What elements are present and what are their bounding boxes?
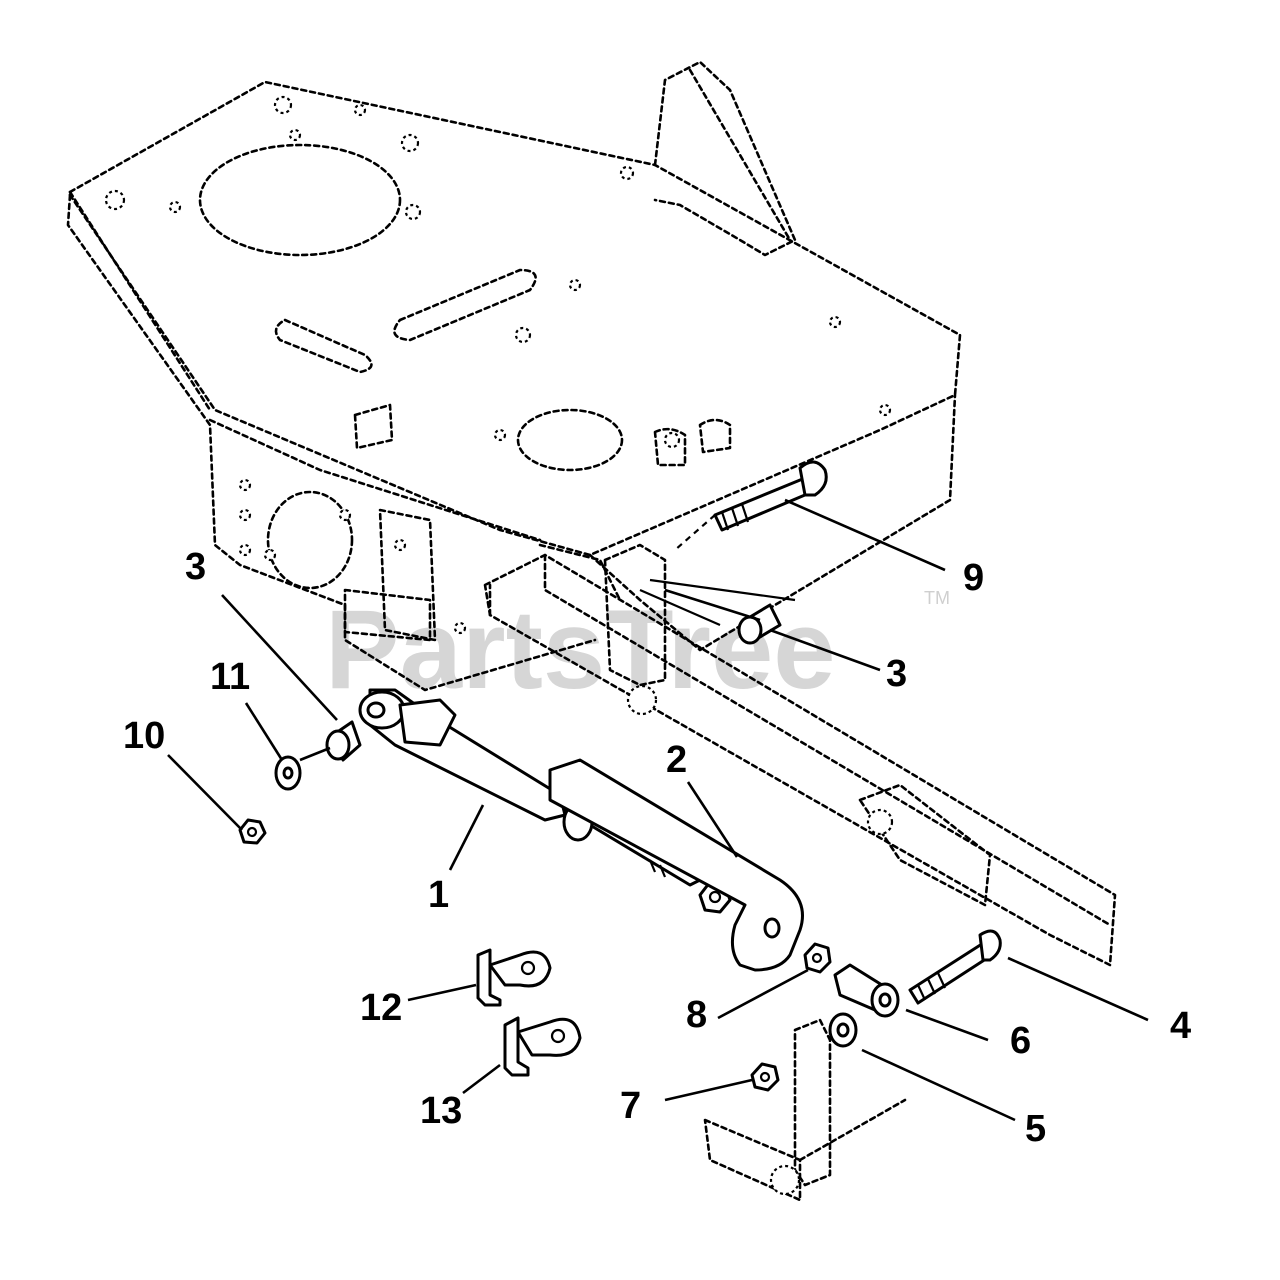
callout-labels: 3 11 10 1 2 9 3 4 6 5 8 7 12 13 <box>123 546 1191 1150</box>
axle-beam <box>483 543 1117 1202</box>
callout-2: 2 <box>666 739 687 781</box>
part-5-washer <box>828 1012 858 1048</box>
callout-11: 11 <box>210 656 250 698</box>
callout-4: 4 <box>1170 1005 1191 1047</box>
part-1-cylinder <box>358 688 732 914</box>
part-3-spacer-right <box>639 578 796 645</box>
part-9-bolt <box>674 460 828 551</box>
callout-8: 8 <box>686 994 707 1036</box>
callout-3-right: 3 <box>886 653 907 695</box>
callout-13: 13 <box>420 1090 462 1132</box>
part-12-clip <box>476 948 552 1007</box>
part-10-nut <box>238 818 267 845</box>
watermark-text: PartsTree <box>325 587 836 712</box>
leader-lines <box>167 498 1149 1122</box>
watermark-trademark: TM <box>924 588 950 608</box>
part-4-bolt <box>908 929 1002 1005</box>
callout-1: 1 <box>428 874 449 916</box>
callout-3-left: 3 <box>185 546 206 588</box>
part-3-spacer-left <box>299 720 362 762</box>
callout-6: 6 <box>1010 1020 1031 1062</box>
part-2-bracket <box>548 758 804 972</box>
callout-5: 5 <box>1025 1108 1046 1150</box>
callout-10: 10 <box>123 715 165 757</box>
mower-frame <box>66 60 962 692</box>
part-6-rod-end <box>833 963 900 1018</box>
part-11-washer <box>274 755 302 791</box>
part-7-nut <box>750 1062 780 1092</box>
callout-12: 12 <box>360 987 402 1029</box>
part-13-clip <box>503 1016 582 1077</box>
callout-7: 7 <box>620 1085 641 1127</box>
callout-9: 9 <box>963 557 984 599</box>
part-8-nut <box>803 942 832 974</box>
